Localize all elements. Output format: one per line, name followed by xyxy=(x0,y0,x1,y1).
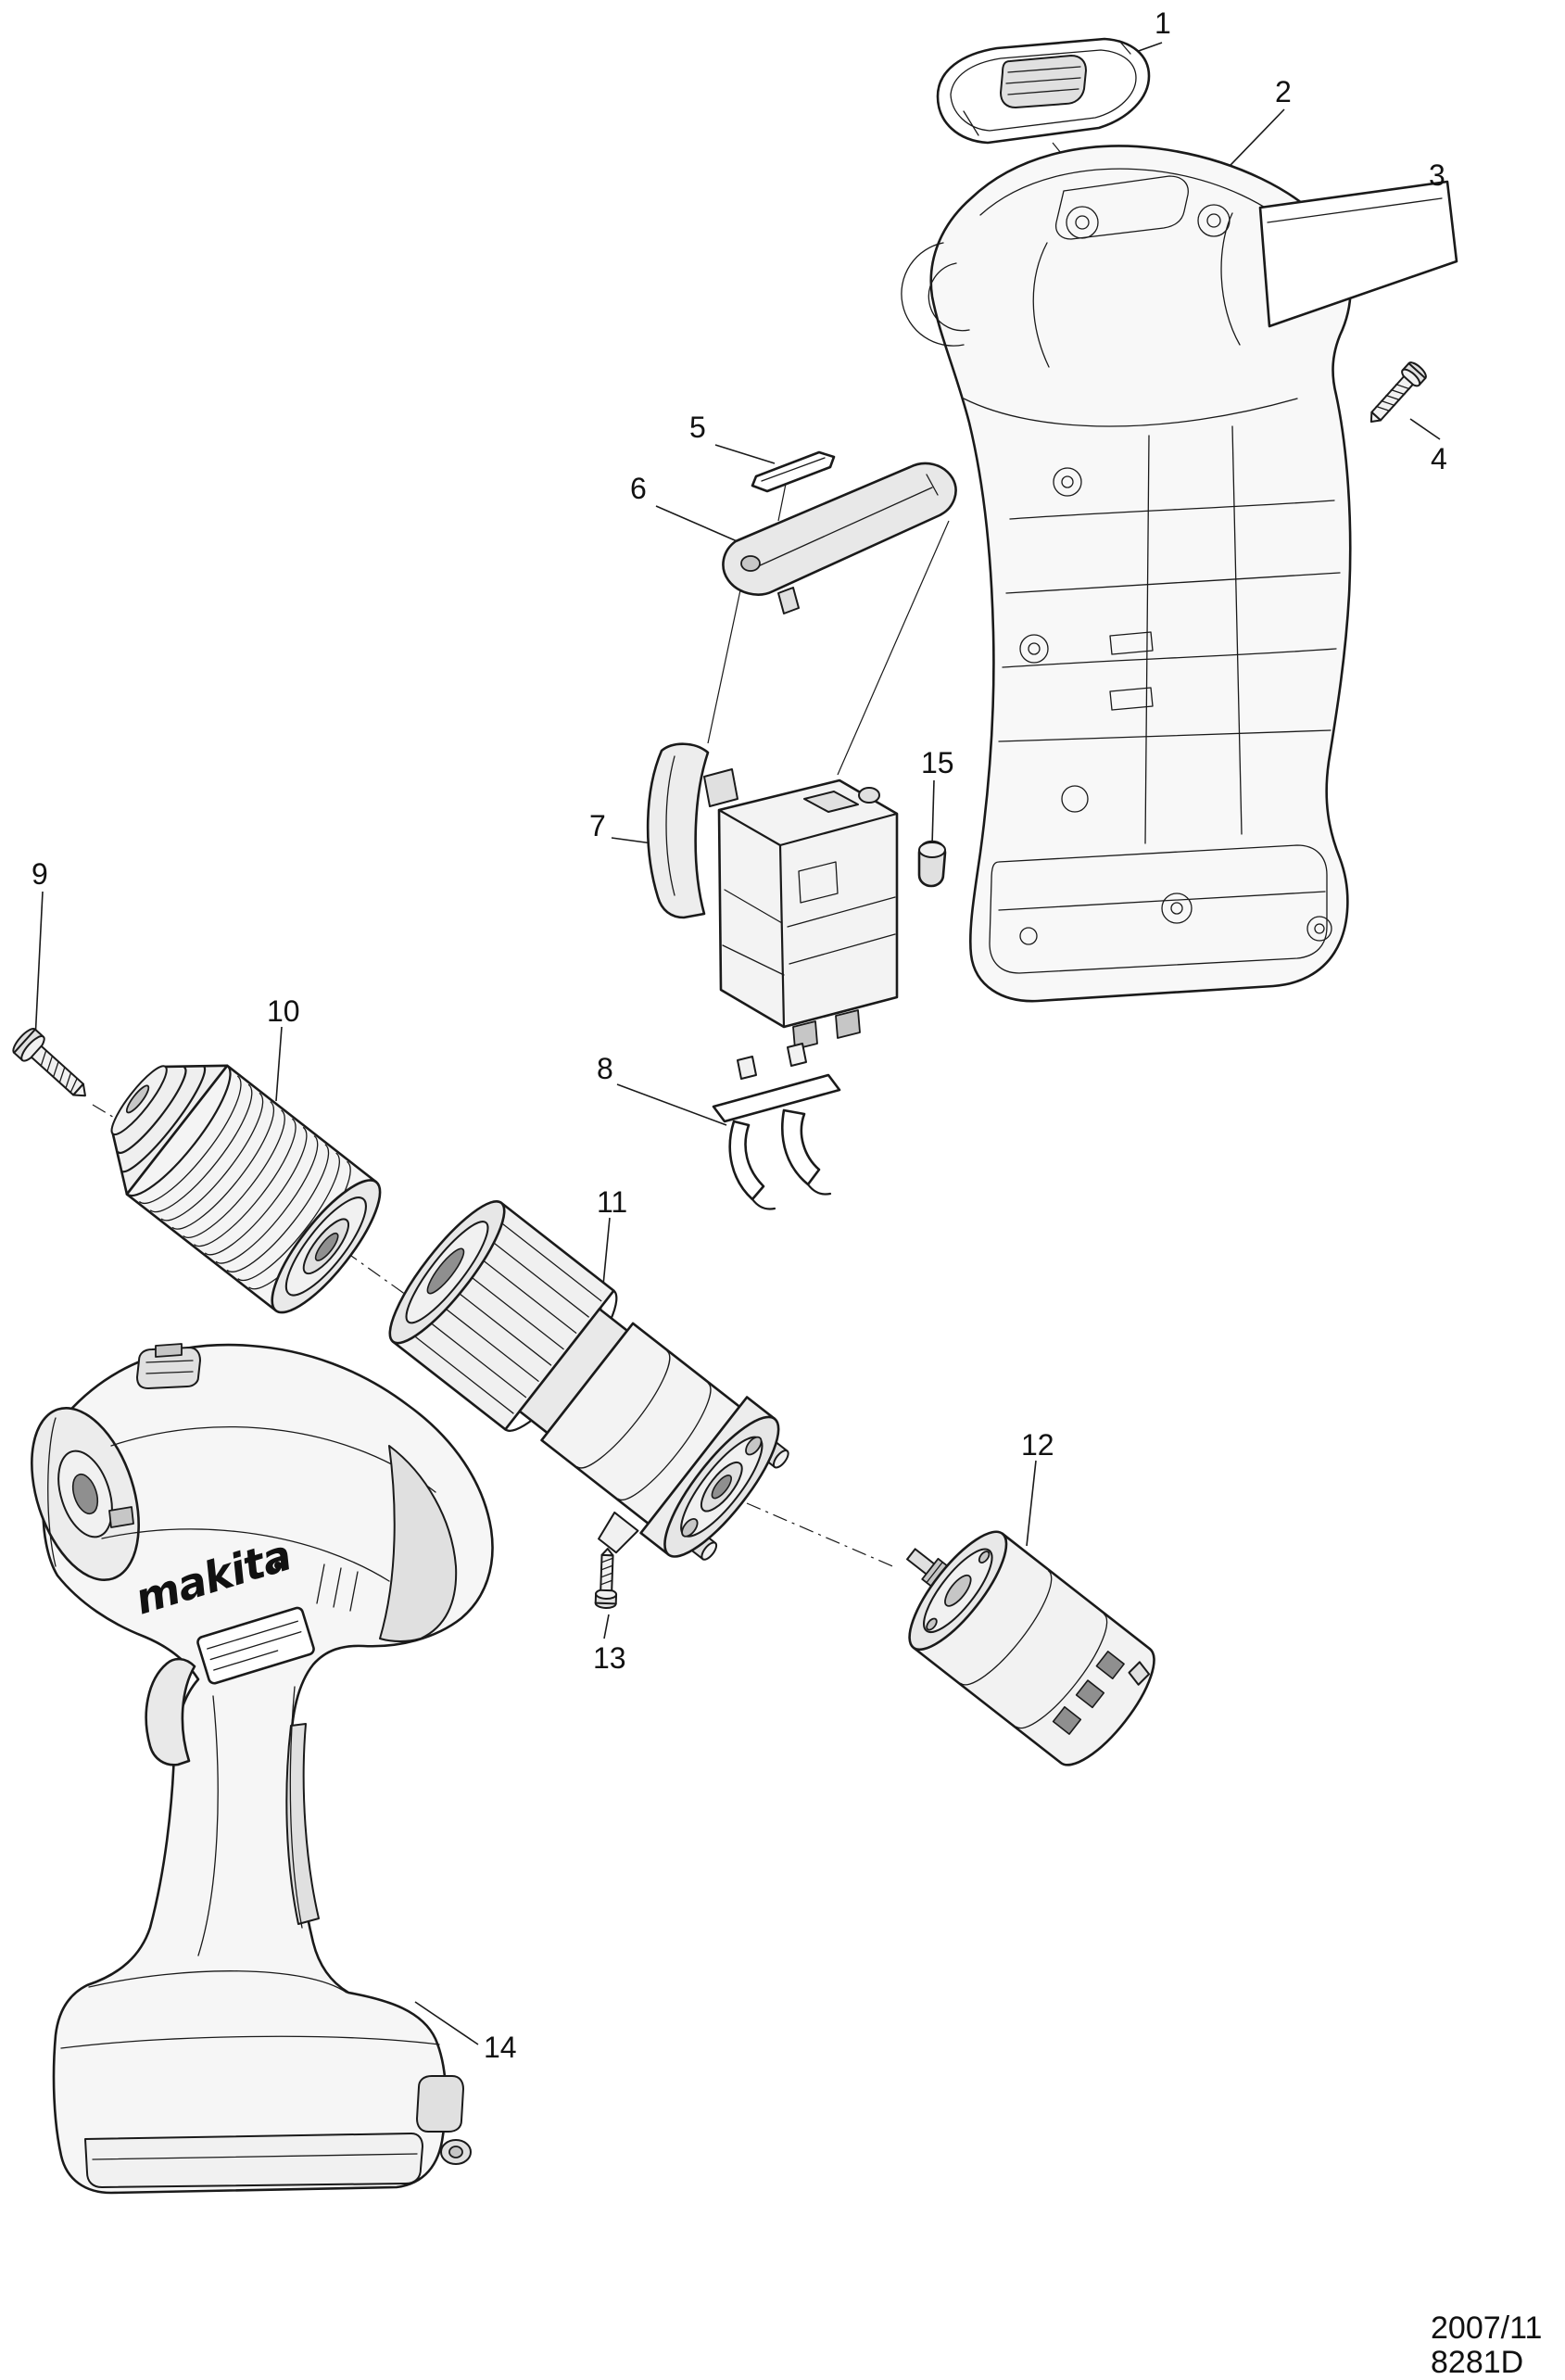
part-13-screw-drawing xyxy=(594,1548,618,1610)
part-label-9: 9 xyxy=(32,857,48,891)
part-label-4: 4 xyxy=(1431,442,1447,475)
part-label-2: 2 xyxy=(1275,75,1292,108)
part-4-screw-drawing xyxy=(1369,361,1427,424)
part-label-10: 10 xyxy=(267,994,300,1028)
part-label-6: 6 xyxy=(630,472,647,505)
part-label-12: 12 xyxy=(1021,1428,1054,1462)
part-10-chuck-drawing xyxy=(110,1064,382,1314)
doc-date: 2007/11 xyxy=(1431,2310,1543,2346)
part-7-switch-drawing xyxy=(646,742,899,1050)
part-12-motor-drawing xyxy=(906,1530,1155,1766)
part-label-15: 15 xyxy=(921,746,954,779)
part-label-14: 14 xyxy=(484,2031,517,2064)
model-nameplate xyxy=(196,1606,315,1685)
part-11-gear-assembly-drawing xyxy=(388,1199,789,1561)
part-14-drill-body-drawing: makita xyxy=(31,1343,494,2195)
part-5-pin-drawing xyxy=(751,450,836,493)
part-label-8: 8 xyxy=(597,1052,613,1085)
part-9-screw-drawing xyxy=(12,1028,86,1097)
part-label-13: 13 xyxy=(593,1641,626,1675)
part-label-7: 7 xyxy=(589,809,606,842)
doc-model: 8281D xyxy=(1431,2345,1524,2380)
part-8-terminal-drawing xyxy=(712,1043,841,1210)
part-15-pin-drawing xyxy=(917,840,947,888)
logo-registered-dot xyxy=(274,1562,282,1569)
part-6-lever-drawing xyxy=(722,462,957,614)
part-1-cap-drawing xyxy=(936,37,1151,145)
part-3-sticker-drawing xyxy=(1258,180,1458,328)
part-label-3: 3 xyxy=(1429,158,1445,192)
assembly-lines xyxy=(707,483,950,776)
doc-footer: 2007/11 8281D xyxy=(1431,2311,1542,2380)
leader-lines xyxy=(34,42,1441,2045)
part-label-11: 11 xyxy=(597,1185,628,1219)
part-label-5: 5 xyxy=(689,411,706,444)
part-label-1: 1 xyxy=(1155,6,1171,40)
